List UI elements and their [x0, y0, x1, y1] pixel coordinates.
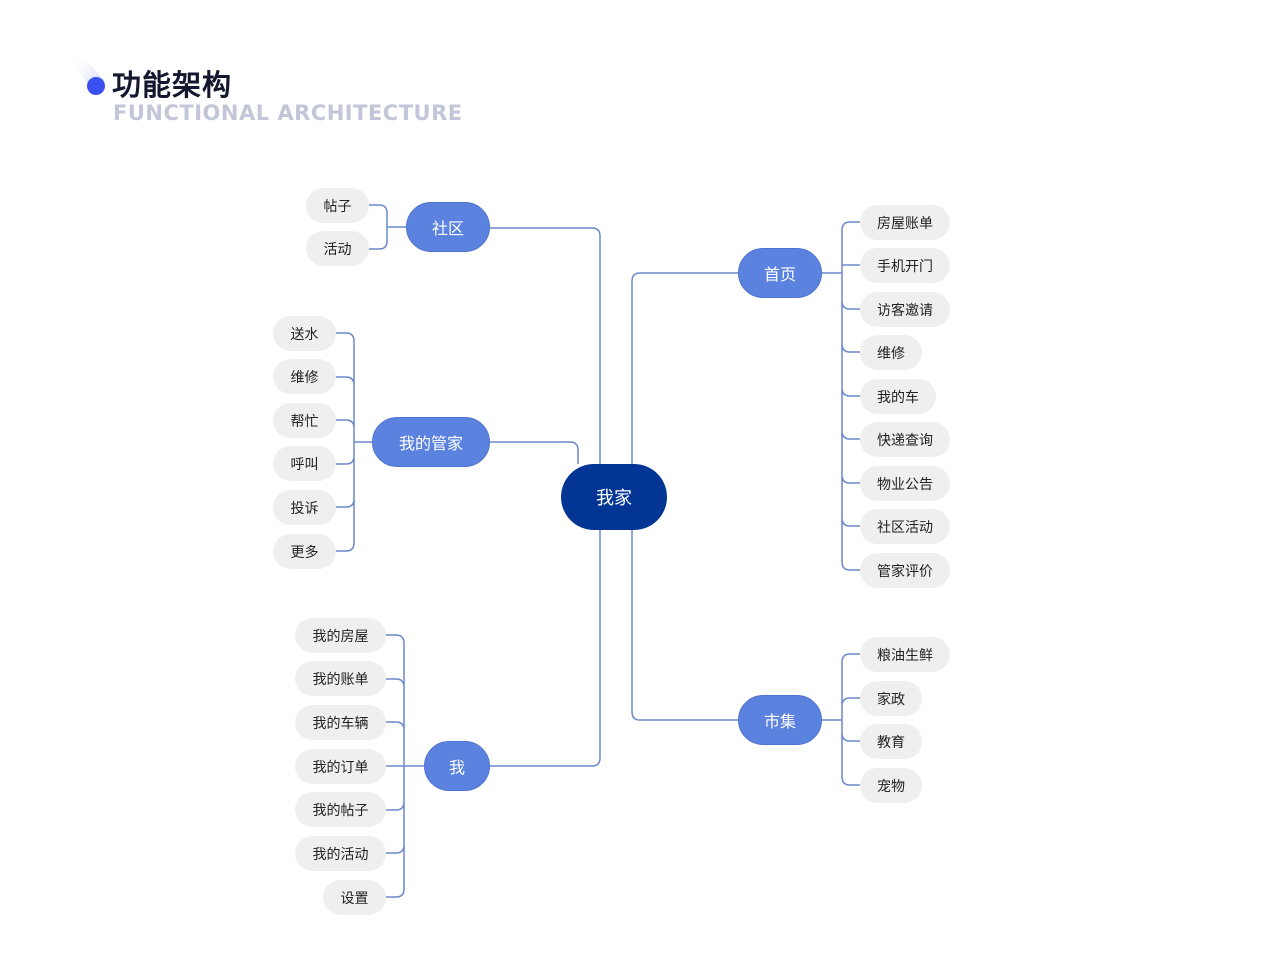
branch-community[interactable]: 社区 — [406, 202, 490, 252]
link-root-home — [631, 272, 738, 464]
leaf-home-community-events[interactable]: 社区活动 — [860, 509, 950, 544]
leaf-butler-more[interactable]: 更多 — [273, 534, 336, 569]
leaf-me-house[interactable]: 我的房屋 — [295, 618, 386, 653]
leaf-me-settings[interactable]: 设置 — [323, 880, 386, 915]
page-title: 功能架构 — [112, 68, 233, 102]
logo-icon — [72, 58, 105, 95]
root-node[interactable]: 我家 — [561, 464, 667, 530]
link-market-bus — [822, 653, 860, 786]
link-me-bus — [386, 634, 424, 898]
link-butler-bus — [336, 332, 372, 552]
leaf-market-education[interactable]: 教育 — [860, 724, 922, 759]
link-home-bus — [822, 221, 860, 571]
link-root-market — [631, 530, 738, 721]
leaf-me-vehicles[interactable]: 我的车辆 — [295, 705, 386, 740]
page-subtitle: FUNCTIONAL ARCHITECTURE — [113, 101, 463, 125]
leaf-community-posts[interactable]: 帖子 — [306, 188, 369, 223]
leaf-home-express[interactable]: 快递查询 — [860, 422, 950, 457]
leaf-butler-call[interactable]: 呼叫 — [273, 446, 336, 481]
leaf-market-pets[interactable]: 宠物 — [860, 768, 922, 803]
leaf-butler-water[interactable]: 送水 — [273, 316, 336, 351]
leaf-home-repair[interactable]: 维修 — [860, 335, 922, 370]
branch-market[interactable]: 市集 — [738, 695, 822, 745]
link-root-butler — [490, 441, 579, 464]
leaf-market-housekeeping[interactable]: 家政 — [860, 681, 922, 716]
leaf-home-door-open[interactable]: 手机开门 — [860, 248, 950, 283]
branch-butler[interactable]: 我的管家 — [372, 417, 490, 467]
branch-me[interactable]: 我 — [424, 741, 490, 791]
leaf-home-notice[interactable]: 物业公告 — [860, 466, 950, 501]
leaf-me-activities[interactable]: 我的活动 — [295, 836, 386, 871]
leaf-home-house-bills[interactable]: 房屋账单 — [860, 205, 950, 240]
leaf-me-posts[interactable]: 我的帖子 — [295, 792, 386, 827]
leaf-market-groceries[interactable]: 粮油生鲜 — [860, 637, 950, 672]
leaf-butler-complaint[interactable]: 投诉 — [273, 490, 336, 525]
link-root-community — [490, 227, 601, 464]
leaf-butler-repair[interactable]: 维修 — [273, 359, 336, 394]
leaf-me-orders[interactable]: 我的订单 — [295, 749, 386, 784]
leaf-home-butler-review[interactable]: 管家评价 — [860, 553, 950, 588]
leaf-community-activities[interactable]: 活动 — [306, 231, 369, 266]
link-community-bus — [369, 204, 406, 250]
link-root-me — [490, 530, 601, 767]
leaf-me-bills[interactable]: 我的账单 — [295, 661, 386, 696]
branch-home[interactable]: 首页 — [738, 248, 822, 298]
leaf-home-my-car[interactable]: 我的车 — [860, 379, 936, 414]
leaf-home-visitor[interactable]: 访客邀请 — [860, 292, 950, 327]
leaf-butler-help[interactable]: 帮忙 — [273, 403, 336, 438]
